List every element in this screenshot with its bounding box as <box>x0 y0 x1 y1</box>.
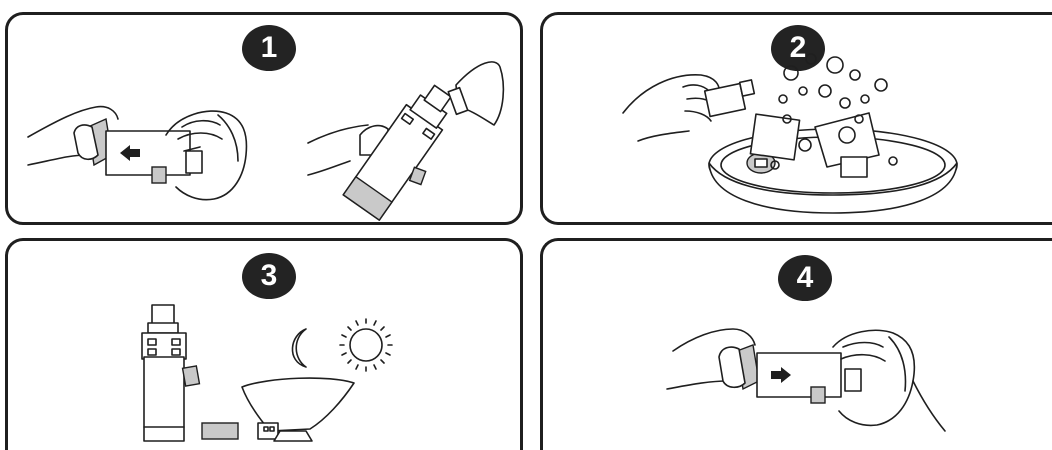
step-2-badge: 2 <box>771 25 825 71</box>
step-3-badge: 3 <box>242 253 296 299</box>
step-3-illustration <box>141 304 393 442</box>
step-2-illustration <box>622 53 958 214</box>
device-body-icon <box>756 352 842 404</box>
moon-icon <box>291 328 307 368</box>
sun-icon <box>339 318 393 372</box>
left-hand-icon <box>27 105 119 167</box>
step-3-panel: 3 <box>5 238 523 450</box>
right-hand-icon <box>832 329 946 432</box>
step-4-panel: 4 <box>540 238 1052 450</box>
device-upright-icon <box>141 304 201 442</box>
cap-icon <box>201 422 239 440</box>
bubbles-icon <box>770 53 898 170</box>
step-4-badge: 4 <box>778 255 832 301</box>
mask-icon <box>241 377 355 442</box>
device-body-icon <box>105 130 191 184</box>
step-2-panel: 2 <box>540 12 1052 225</box>
right-hand-icon <box>165 110 248 201</box>
disassembly-scene <box>307 61 505 222</box>
basin-icon <box>708 112 958 214</box>
hand-icon <box>622 74 756 142</box>
left-hand-icon <box>666 328 760 391</box>
step-1-badge: 1 <box>242 25 296 71</box>
step-1-illustration <box>27 61 505 222</box>
step-1-panel: 1 <box>5 12 523 225</box>
step-4-illustration <box>666 328 946 432</box>
